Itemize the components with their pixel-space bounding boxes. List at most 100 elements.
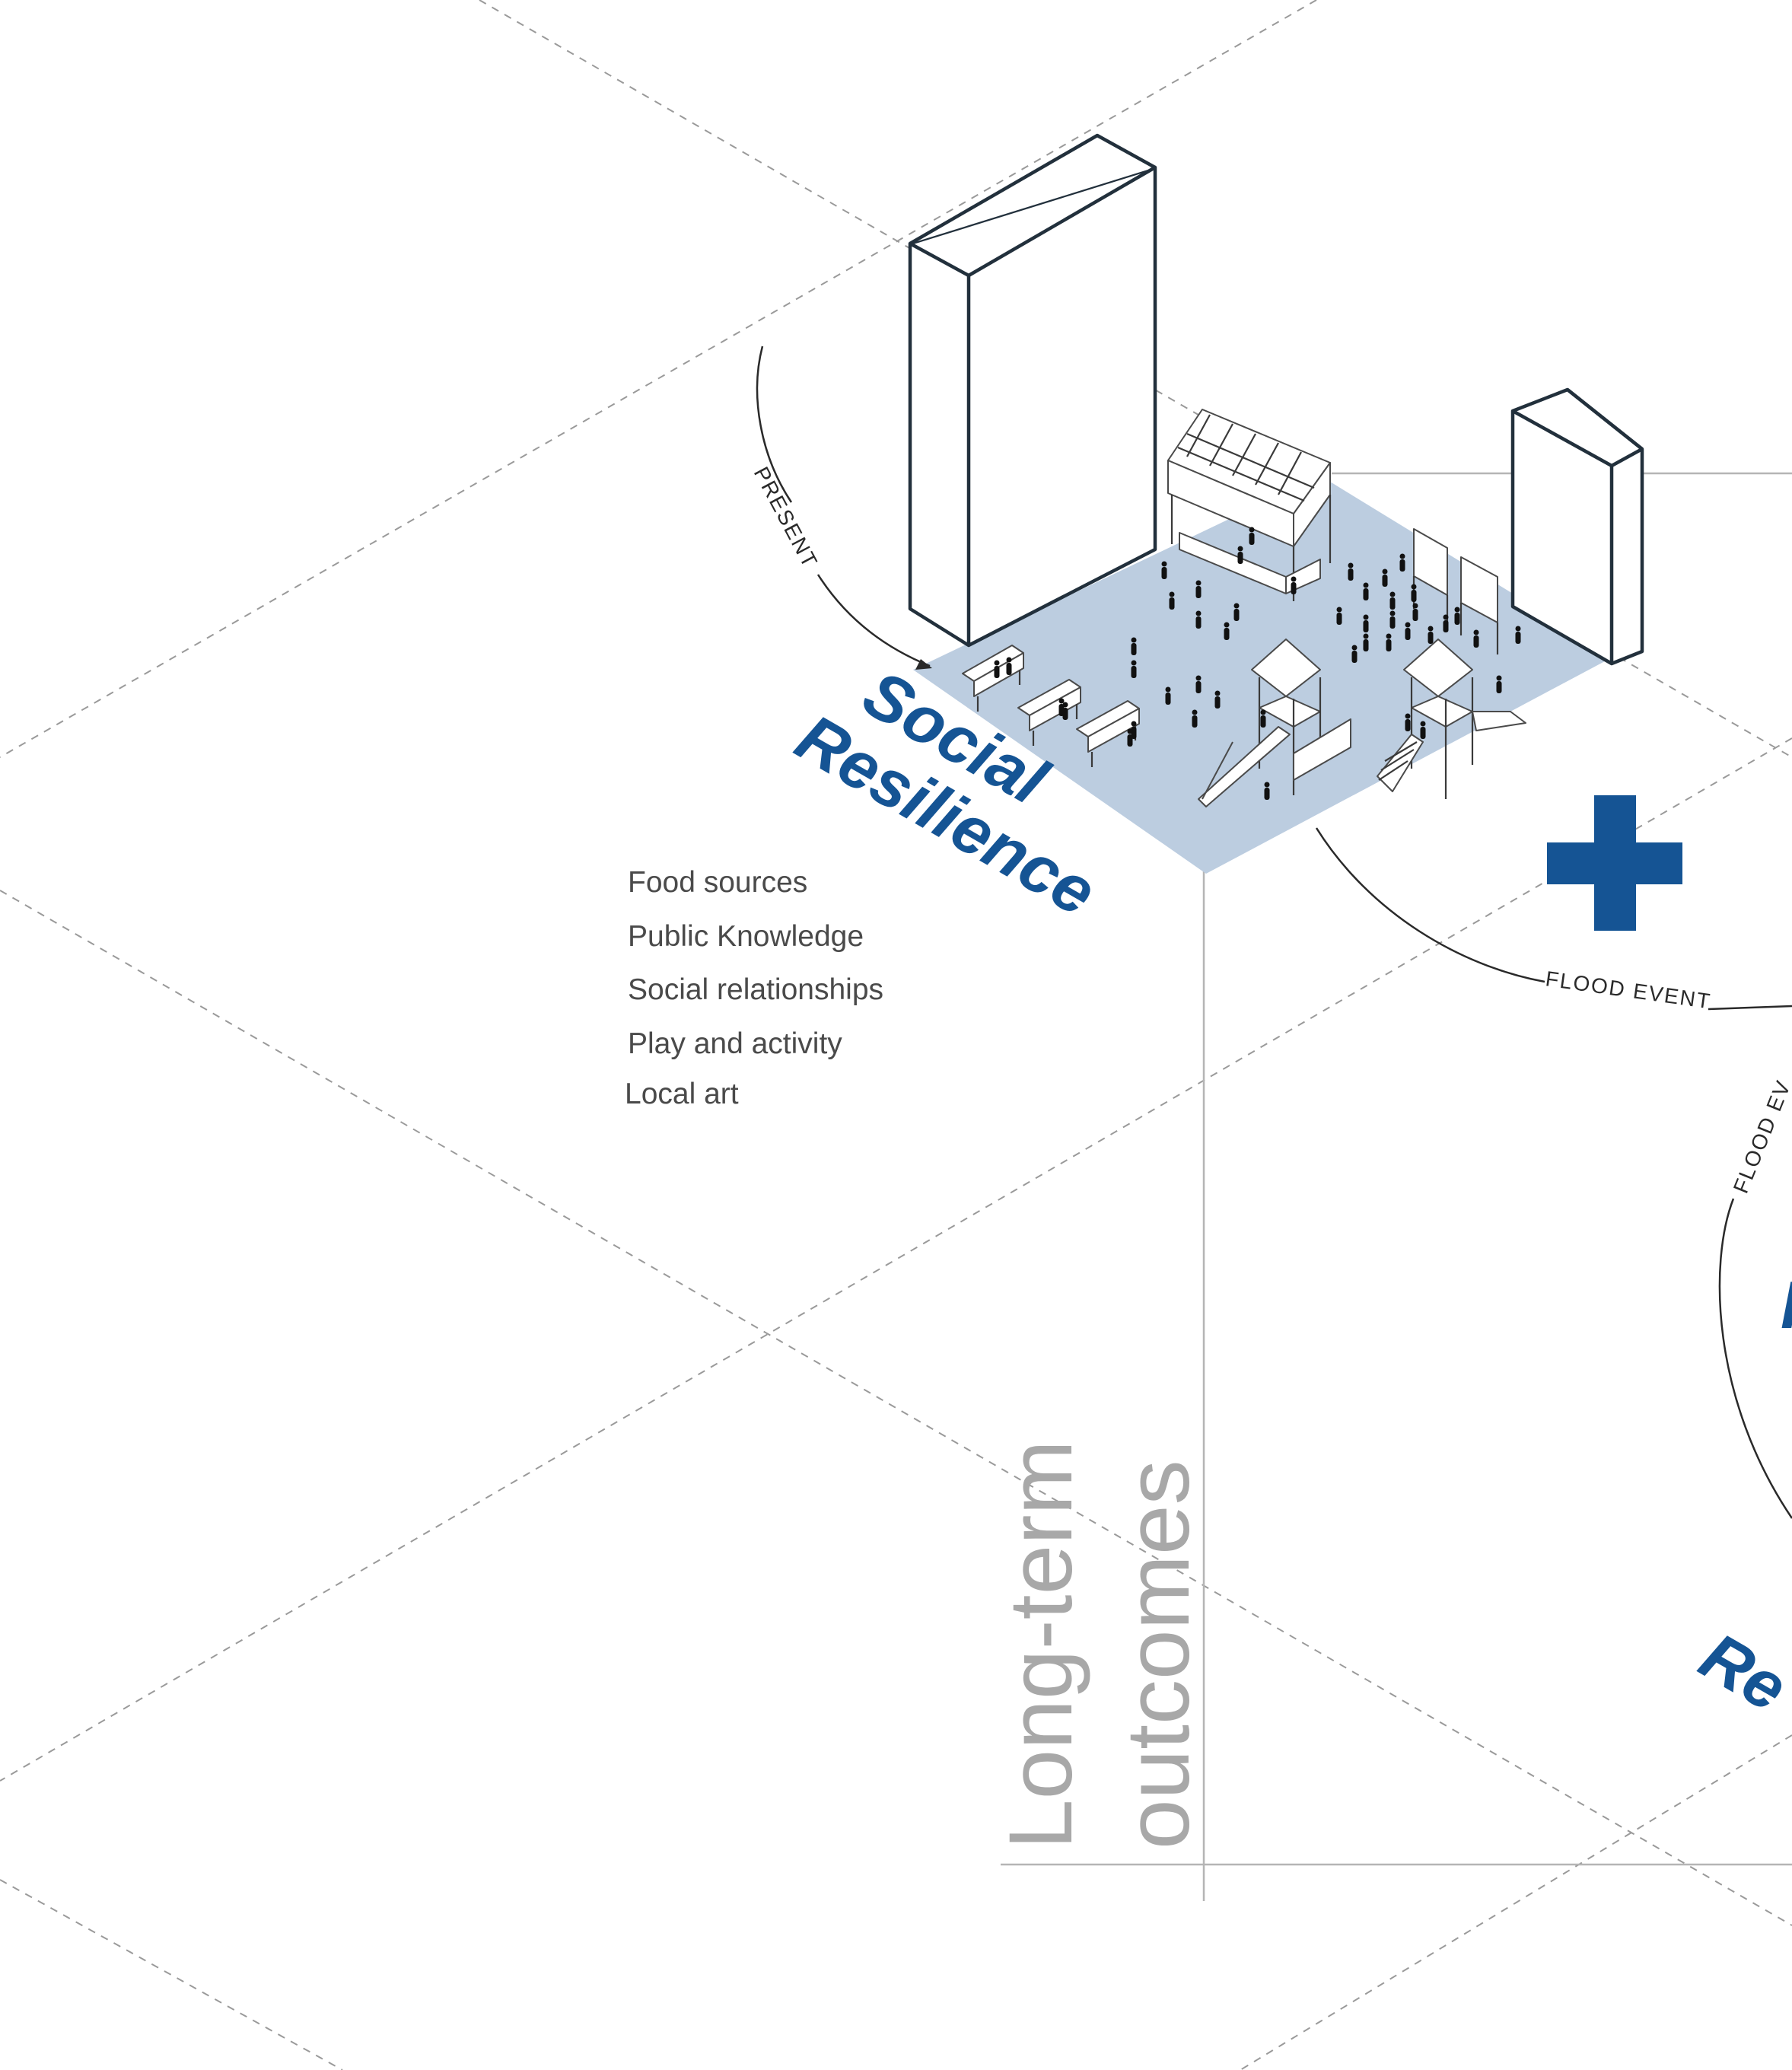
person-body — [1237, 552, 1243, 564]
person-figure — [1382, 568, 1388, 575]
benches — [962, 645, 1140, 767]
person-body — [1131, 666, 1137, 678]
person-figure — [1127, 728, 1133, 734]
person-body — [1264, 788, 1270, 800]
vertical-title-line-2: outcomes — [1108, 1460, 1208, 1849]
person-body — [1058, 704, 1065, 716]
people — [994, 527, 1521, 800]
person-body — [1363, 620, 1369, 632]
person-figure — [1260, 709, 1266, 715]
person-figure — [1192, 709, 1198, 715]
person-figure — [1131, 660, 1137, 666]
person-figure — [1058, 698, 1065, 704]
person-figure — [1412, 603, 1418, 609]
person-figure — [1454, 607, 1460, 613]
person-figure — [1195, 610, 1202, 616]
person-body — [1351, 651, 1358, 663]
person-figure — [1006, 657, 1012, 663]
person-body — [1336, 613, 1342, 625]
flood-event-arc-right — [1718, 1198, 1792, 1519]
list-item: Local art — [625, 1078, 739, 1110]
person-figure — [1131, 637, 1137, 643]
person-body — [1454, 613, 1460, 625]
partial-title-fragment-top: I — [1781, 1267, 1792, 1342]
person-body — [1291, 582, 1297, 594]
person-body — [1233, 609, 1240, 621]
person-figure — [1131, 721, 1137, 727]
present-arrowhead — [915, 659, 932, 670]
person-body — [1411, 590, 1417, 602]
person-figure — [1264, 782, 1270, 788]
flood-event-partial-label: FLOOD EV — [1729, 1077, 1792, 1197]
person-body — [1382, 575, 1388, 587]
present-arc-lower — [816, 574, 931, 667]
person-body — [1165, 693, 1171, 705]
list-item: Social relationships — [628, 973, 883, 1006]
person-figure — [1161, 561, 1167, 567]
person-figure — [1165, 686, 1171, 693]
person-body — [1389, 597, 1396, 610]
person-figure — [994, 660, 1000, 666]
person-figure — [1420, 721, 1426, 727]
person-body — [1161, 567, 1167, 579]
person-figure — [1389, 610, 1396, 616]
person-figure — [1348, 562, 1354, 568]
person-figure — [1214, 690, 1221, 696]
flood-event-label: FLOOD EVENT — [1544, 967, 1713, 1013]
info-boards — [1412, 528, 1499, 654]
present-arc — [756, 346, 793, 503]
person-body — [1443, 620, 1449, 632]
tall-tower — [908, 133, 1157, 648]
vertical-title-line-1: Long-term — [991, 1440, 1091, 1849]
person-body — [1420, 727, 1426, 739]
person-figure — [1233, 603, 1240, 609]
person-body — [1473, 635, 1479, 648]
person-figure — [1363, 633, 1369, 639]
present-label: PRESENT — [750, 463, 823, 572]
partial-title-fragment-bottom: Re — [1689, 1618, 1792, 1726]
person-figure — [1169, 591, 1175, 597]
person-body — [1006, 663, 1012, 675]
person-figure — [1351, 645, 1358, 651]
person-figure — [1249, 527, 1255, 533]
person-body — [994, 666, 1000, 678]
person-body — [1195, 586, 1202, 598]
person-body — [1195, 616, 1202, 629]
person-body — [1363, 588, 1369, 600]
person-figure — [1496, 675, 1502, 681]
plus-icon — [1547, 795, 1682, 931]
person-figure — [1389, 591, 1396, 597]
playground-structure-2 — [1377, 639, 1526, 799]
person-figure — [1411, 584, 1417, 590]
person-figure — [1237, 546, 1243, 552]
person-body — [1224, 628, 1230, 640]
person-figure — [1399, 553, 1405, 559]
person-body — [1192, 715, 1198, 728]
person-body — [1249, 533, 1255, 545]
person-figure — [1405, 713, 1411, 719]
person-body — [1260, 715, 1266, 728]
person-body — [1386, 639, 1392, 651]
person-body — [1399, 559, 1405, 572]
person-body — [1515, 632, 1521, 644]
person-body — [1195, 681, 1202, 693]
person-body — [1214, 696, 1221, 709]
person-figure — [1405, 622, 1411, 628]
person-body — [1389, 616, 1396, 629]
person-figure — [1195, 580, 1202, 586]
person-figure — [1428, 626, 1434, 632]
person-figure — [1291, 576, 1297, 582]
person-body — [1496, 681, 1502, 693]
flood-event-arc-tail — [1708, 1005, 1792, 1011]
list: Food sources Public Knowledge Social rel… — [625, 866, 883, 1110]
person-figure — [1363, 582, 1369, 588]
person-body — [1428, 632, 1434, 644]
right-building — [1510, 387, 1644, 666]
list-item: Public Knowledge — [628, 920, 864, 953]
list-item: Food sources — [628, 866, 807, 899]
list-item: Play and activity — [628, 1027, 842, 1060]
person-figure — [1363, 614, 1369, 620]
person-figure — [1443, 614, 1449, 620]
